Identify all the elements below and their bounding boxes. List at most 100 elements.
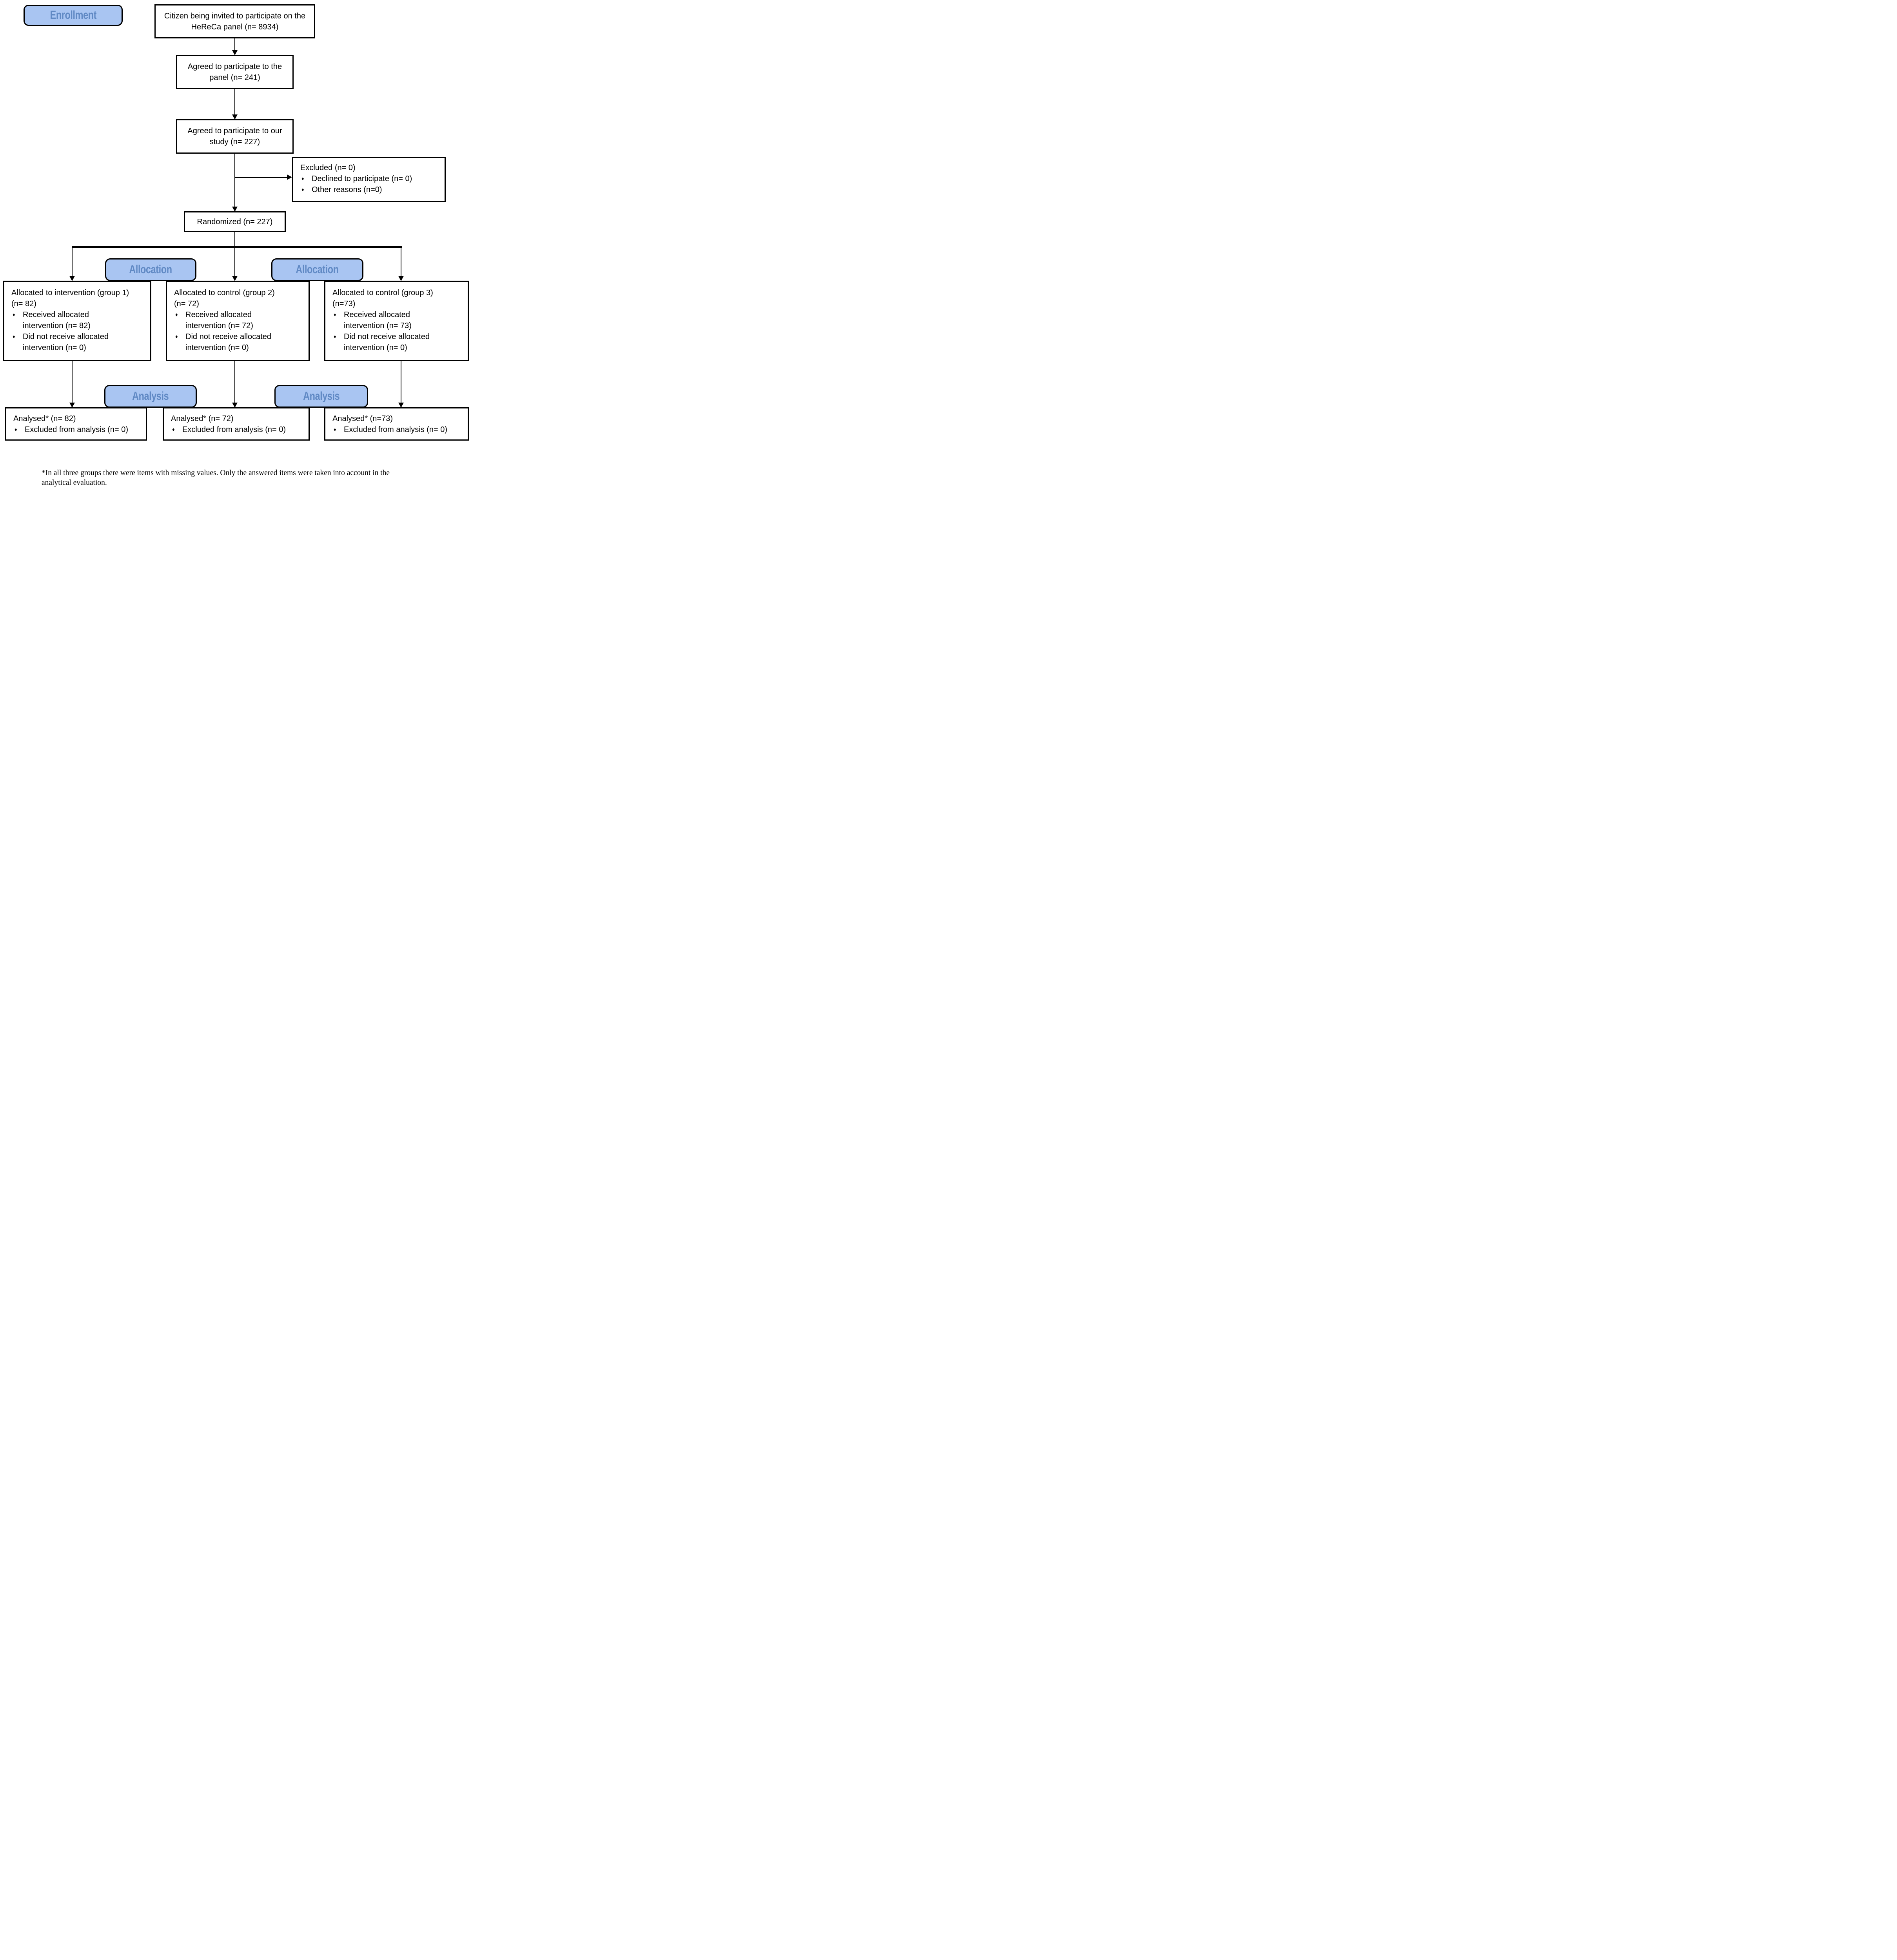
agreed-study-line1: Agreed to participate to our [187, 127, 282, 135]
allocation-group3-title-line2: (n=73) [332, 299, 356, 308]
bullet-text-line: intervention (n= 0) [344, 343, 407, 352]
analysis-stage-label-right-text: Analysis [303, 390, 340, 403]
bullet-text-line: Received allocated [23, 310, 89, 319]
agreed-panel-box: Agreed to participate to the panel (n= 2… [176, 55, 294, 89]
arrowhead-down-icon [232, 114, 238, 120]
connector-line [234, 38, 235, 51]
connector-line [234, 361, 235, 403]
diamond-bullet-icon: ♦ [15, 426, 17, 432]
allocation-group1-title-line1: Allocated to intervention (group 1) [11, 289, 129, 297]
allocation-stage-label-right-text: Allocation [296, 263, 339, 276]
arrowhead-down-icon [398, 403, 404, 408]
bullet-text-line: Excluded from analysis (n= 0) [182, 425, 286, 434]
bullet-text-line: intervention (n= 0) [23, 343, 86, 352]
allocation-group1-title-line2: (n= 82) [11, 299, 36, 308]
diamond-bullet-icon: ♦ [334, 334, 336, 339]
excluded-bullet-2: ♦ Other reasons (n=0) [300, 184, 441, 195]
allocation-group3-title-line1: Allocated to control (group 3) [332, 289, 433, 297]
analysis-group2-bullet-1: ♦ Excluded from analysis (n= 0) [171, 424, 305, 435]
diamond-bullet-icon: ♦ [13, 334, 15, 339]
allocation-group2-box: Allocated to control (group 2) (n= 72) ♦… [166, 281, 310, 361]
diamond-bullet-icon: ♦ [175, 334, 178, 339]
arrowhead-down-icon [232, 50, 238, 55]
allocation-group2-title-line1: Allocated to control (group 2) [174, 289, 275, 297]
excluded-title: Excluded (n= 0) [300, 163, 356, 172]
invited-box-line1: Citizen being invited to participate on … [164, 11, 306, 20]
branch-line [72, 246, 402, 248]
arrowhead-down-icon [69, 276, 75, 281]
agreed-study-box: Agreed to participate to our study (n= 2… [176, 119, 294, 154]
connector-line [234, 89, 235, 115]
randomized-title: Randomized (n= 227) [197, 217, 273, 226]
diamond-bullet-icon: ♦ [334, 426, 336, 432]
analysis-group1-box: Analysed* (n= 82) ♦ Excluded from analys… [5, 407, 147, 441]
allocation-group1-bullet-1: ♦ Received allocated intervention (n= 82… [11, 309, 146, 331]
agreed-panel-line2: panel (n= 241) [209, 73, 260, 82]
arrowhead-down-icon [232, 403, 238, 408]
analysis-stage-label-right: Analysis [274, 385, 368, 408]
diamond-bullet-icon: ♦ [175, 312, 178, 318]
allocation-stage-label-right: Allocation [271, 258, 363, 281]
analysis-group1-title: Analysed* (n= 82) [13, 414, 76, 423]
bullet-text-line: intervention (n= 73) [344, 321, 412, 330]
bullet-text-line: intervention (n= 0) [185, 343, 249, 352]
excluded-box: Excluded (n= 0) ♦ Declined to participat… [292, 157, 446, 202]
randomized-box: Randomized (n= 227) [184, 211, 286, 232]
bullet-text-line: intervention (n= 82) [23, 321, 91, 330]
diamond-bullet-icon: ♦ [301, 176, 304, 181]
agreed-study-line2: study (n= 227) [209, 138, 260, 146]
connector-line [235, 177, 287, 178]
arrowhead-down-icon [232, 207, 238, 212]
enrollment-stage-label-text: Enrollment [50, 9, 96, 22]
analysis-group3-box: Analysed* (n=73) ♦ Excluded from analysi… [324, 407, 469, 441]
diamond-bullet-icon: ♦ [334, 312, 336, 318]
allocation-stage-label-left: Allocation [105, 258, 196, 281]
connector-line [234, 232, 235, 277]
allocation-group3-bullet-2: ♦ Did not receive allocated intervention… [332, 331, 464, 353]
bullet-text-line: Did not receive allocated [185, 332, 272, 341]
footnote-line2: analytical evaluation. [42, 479, 107, 487]
allocation-group2-title-line2: (n= 72) [174, 299, 199, 308]
agreed-panel-line1: Agreed to participate to the [187, 62, 282, 71]
arrowhead-down-icon [232, 276, 238, 281]
excluded-bullet-1-text: Declined to participate (n= 0) [312, 174, 412, 183]
enrollment-stage-label: Enrollment [24, 5, 123, 26]
excluded-bullet-1: ♦ Declined to participate (n= 0) [300, 173, 441, 184]
bullet-text-line: Did not receive allocated [344, 332, 430, 341]
allocation-group2-bullet-1: ♦ Received allocated intervention (n= 72… [174, 309, 305, 331]
connector-line [72, 246, 73, 277]
analysis-group2-box: Analysed* (n= 72) ♦ Excluded from analys… [163, 407, 310, 441]
bullet-text-line: Did not receive allocated [23, 332, 109, 341]
allocation-group3-box: Allocated to control (group 3) (n=73) ♦ … [324, 281, 469, 361]
allocation-stage-label-left-text: Allocation [129, 263, 172, 276]
footnote-line1: *In all three groups there were items wi… [42, 469, 390, 477]
invited-box-line2: HeReCa panel (n= 8934) [191, 22, 279, 31]
bullet-text-line: intervention (n= 72) [185, 321, 253, 330]
consort-flow-diagram: Enrollment Citizen being invited to part… [0, 0, 474, 491]
bullet-text-line: Received allocated [185, 310, 252, 319]
excluded-bullet-2-text: Other reasons (n=0) [312, 185, 382, 194]
analysis-group2-title: Analysed* (n= 72) [171, 414, 234, 423]
arrowhead-down-icon [69, 403, 75, 408]
arrowhead-down-icon [398, 276, 404, 281]
diamond-bullet-icon: ♦ [172, 426, 175, 432]
bullet-text-line: Received allocated [344, 310, 410, 319]
analysis-stage-label-left-text: Analysis [132, 390, 169, 403]
connector-line [72, 361, 73, 403]
bullet-text-line: Excluded from analysis (n= 0) [25, 425, 129, 434]
analysis-group3-bullet-1: ♦ Excluded from analysis (n= 0) [332, 424, 464, 435]
invited-box: Citizen being invited to participate on … [154, 4, 315, 38]
footnote: *In all three groups there were items wi… [42, 468, 430, 488]
allocation-group2-bullet-2: ♦ Did not receive allocated intervention… [174, 331, 305, 353]
analysis-group3-title: Analysed* (n=73) [332, 414, 393, 423]
analysis-group1-bullet-1: ♦ Excluded from analysis (n= 0) [13, 424, 142, 435]
arrowhead-right-icon [287, 174, 292, 180]
allocation-group1-bullet-2: ♦ Did not receive allocated intervention… [11, 331, 146, 353]
analysis-stage-label-left: Analysis [104, 385, 197, 408]
diamond-bullet-icon: ♦ [13, 312, 15, 318]
connector-line [234, 154, 235, 207]
allocation-group1-box: Allocated to intervention (group 1) (n= … [3, 281, 151, 361]
bullet-text-line: Excluded from analysis (n= 0) [344, 425, 448, 434]
diamond-bullet-icon: ♦ [301, 187, 304, 192]
allocation-group3-bullet-1: ♦ Received allocated intervention (n= 73… [332, 309, 464, 331]
